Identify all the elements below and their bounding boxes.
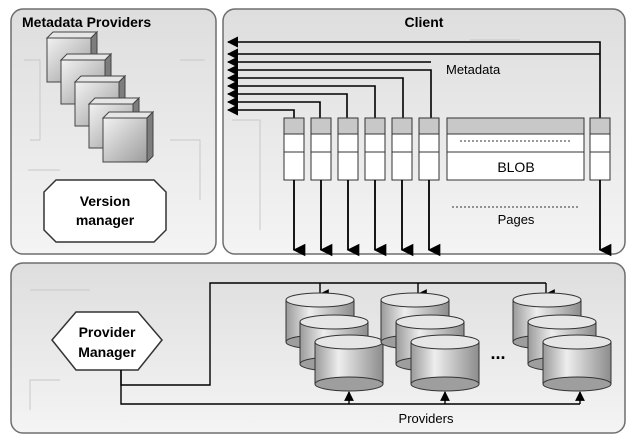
page-column	[310, 117, 332, 181]
page-column	[589, 117, 611, 181]
metadata-arrows	[226, 36, 601, 120]
providers-ellipsis: ...	[490, 343, 505, 363]
provider-manager: Provider Manager	[51, 311, 163, 371]
providers-label: Providers	[399, 411, 454, 426]
version-manager: Version manager	[43, 179, 167, 243]
page-column	[283, 117, 305, 181]
blob-label: BLOB	[497, 159, 534, 175]
metadata-providers-title: Metadata Providers	[22, 14, 151, 30]
provider-cylinder	[542, 334, 612, 392]
client-title: Client	[405, 14, 444, 30]
provider-cylinders	[285, 292, 612, 392]
client-panel: Client Metadata	[222, 8, 626, 257]
provider-manager-links	[120, 282, 585, 405]
blob-block	[446, 117, 585, 181]
provider-manager-label-line1: Provider	[79, 324, 136, 340]
page-column	[418, 117, 440, 181]
version-manager-label-line1: Version	[80, 193, 131, 209]
provider-cylinder	[314, 334, 384, 392]
page-columns	[283, 117, 611, 181]
metadata-provider-cube	[101, 110, 155, 164]
provider-cylinder	[410, 334, 480, 392]
page-down-arrows	[292, 180, 612, 257]
providers-panel: Provider Manager	[10, 262, 626, 434]
pages-label: Pages	[498, 212, 535, 227]
page-column	[364, 117, 386, 181]
page-column	[337, 117, 359, 181]
page-column	[391, 117, 413, 181]
provider-manager-label-line2: Manager	[78, 344, 136, 360]
metadata-label: Metadata	[446, 62, 501, 77]
version-manager-label-line2: manager	[76, 212, 135, 228]
metadata-providers-panel: Metadata Providers	[10, 8, 217, 255]
metadata-provider-cubes	[45, 30, 155, 164]
